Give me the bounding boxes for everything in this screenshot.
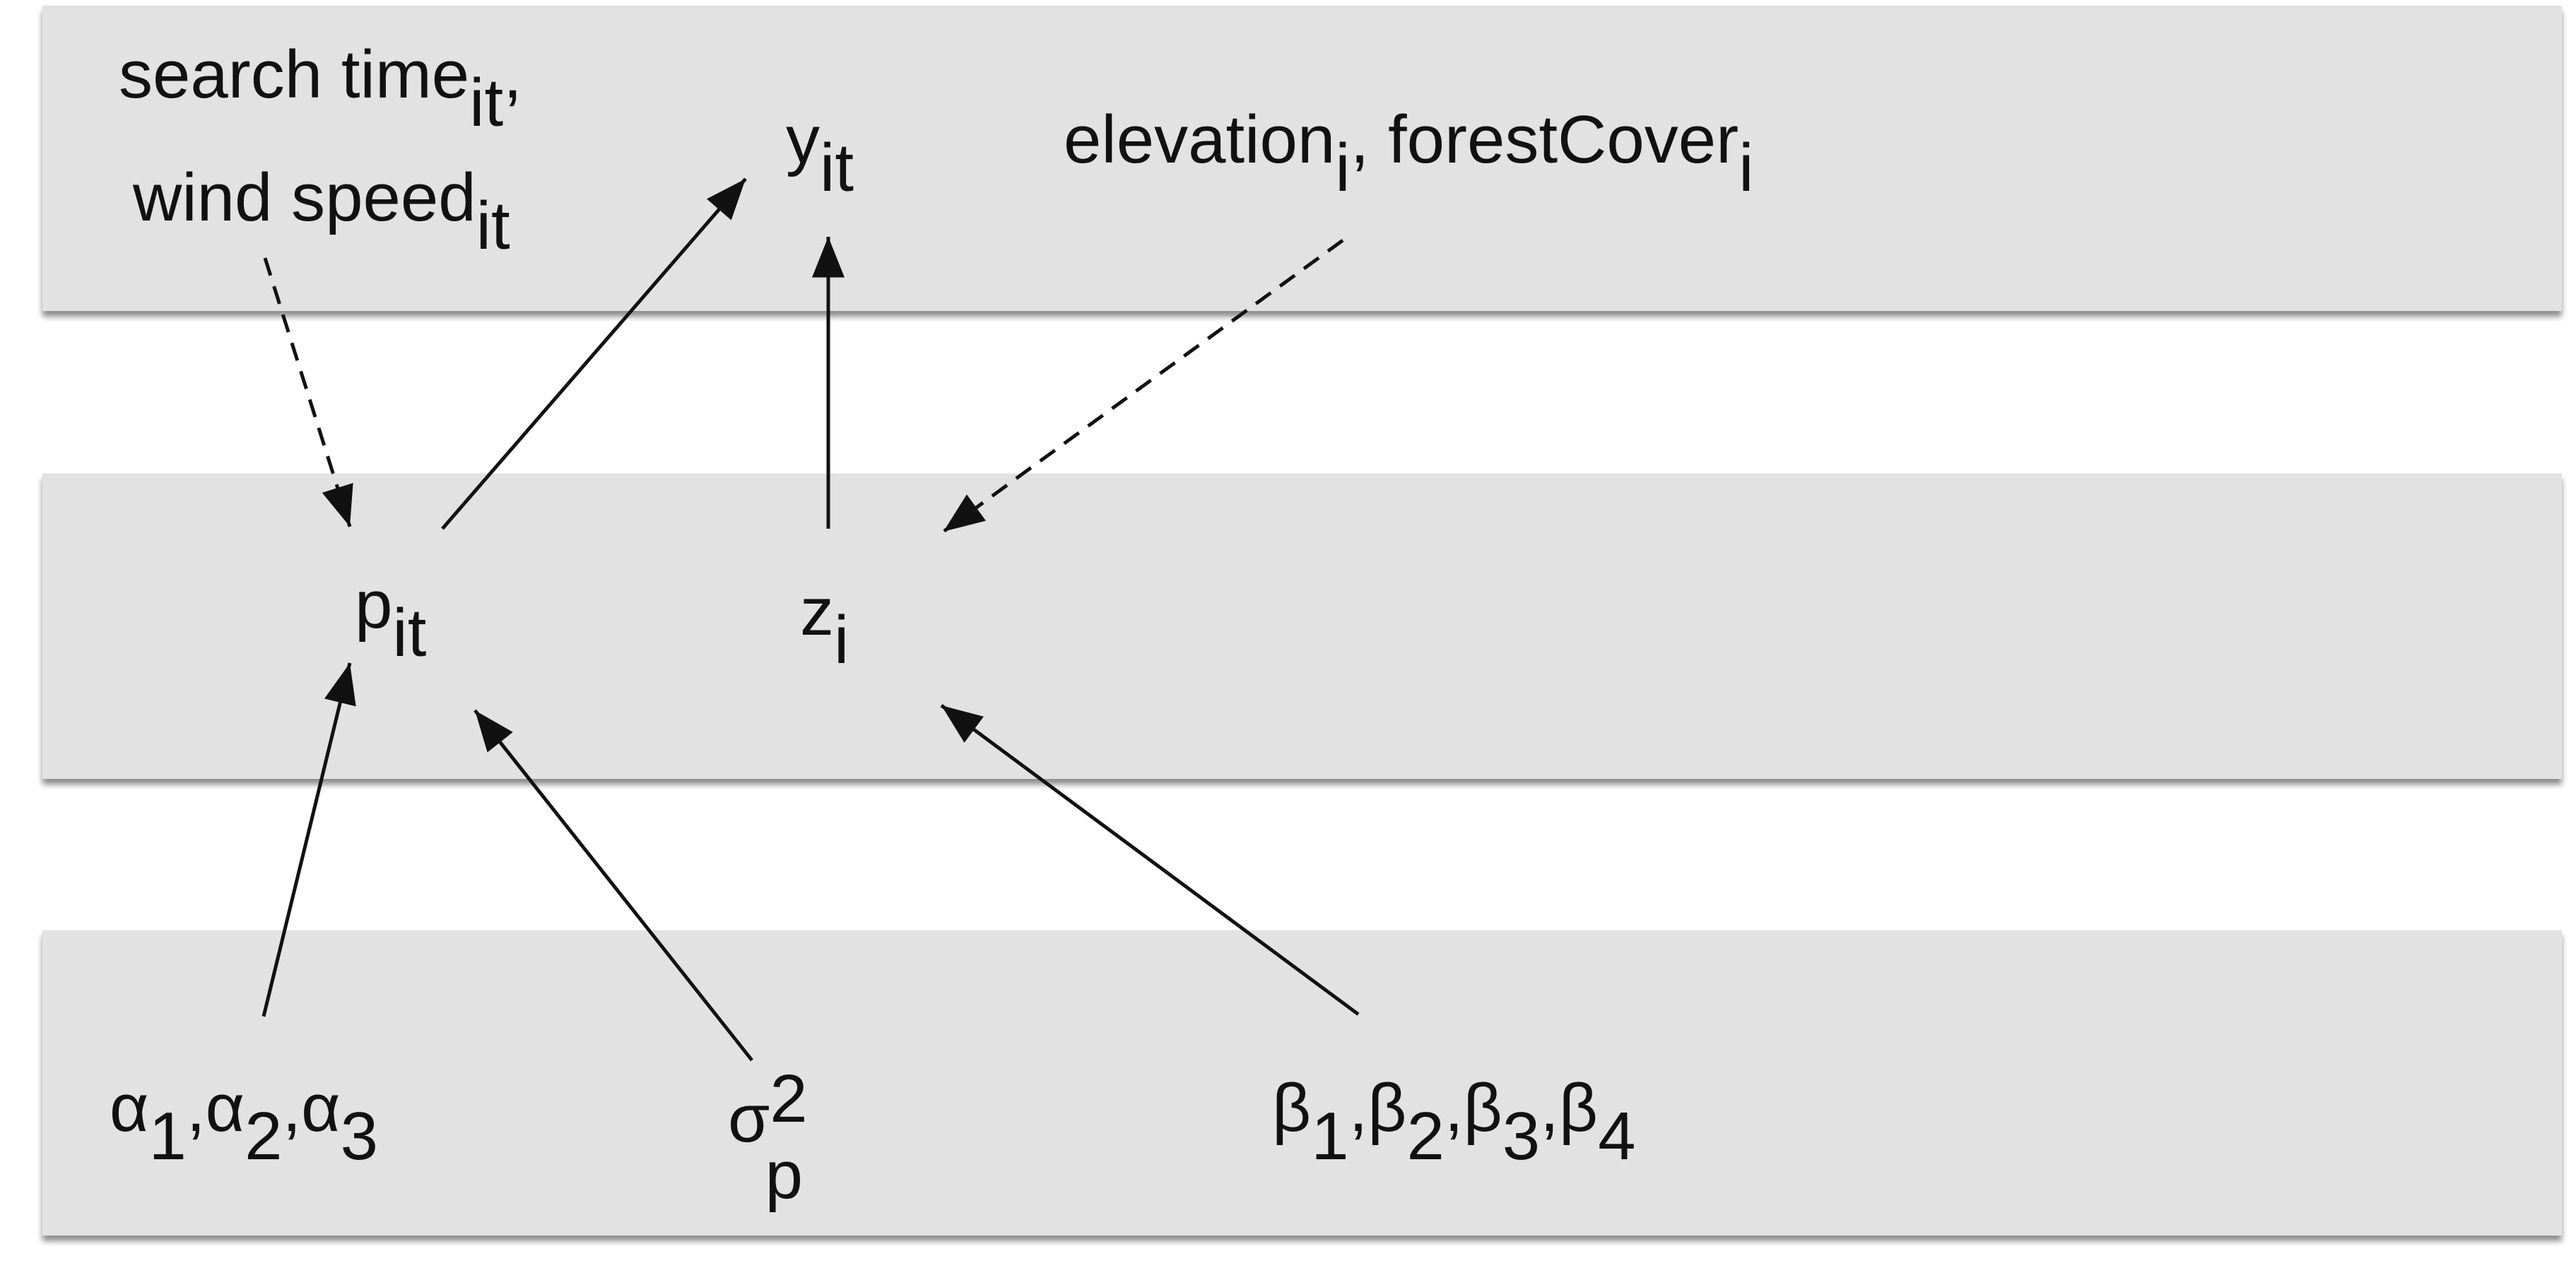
node-p: pit xyxy=(355,567,427,671)
wind-speed-label: wind speedit xyxy=(133,160,510,264)
edge-occupancy-covariates-to-z xyxy=(942,238,1344,534)
data-layer-band xyxy=(42,6,2562,311)
node-y: yit xyxy=(786,102,854,206)
node-z: zi xyxy=(800,574,849,678)
search-time-label: search timeit, xyxy=(119,37,522,141)
beta-parameters-label: β1,β2,β3,β4 xyxy=(1272,1070,1636,1174)
latent-layer-band xyxy=(42,474,2562,779)
edge-p-to-y xyxy=(441,177,747,530)
edge-sigma-to-p xyxy=(474,709,753,1062)
alpha-parameters-label: α1,α2,α3 xyxy=(110,1070,379,1174)
edge-detection-covariates-to-p xyxy=(263,257,353,527)
occupancy-covariates-label: elevationi, forestCoveri xyxy=(1064,102,1754,206)
sigma-parameter-label: σ2p xyxy=(728,1061,808,1213)
edge-beta-to-z xyxy=(940,703,1360,1016)
edge-alpha-to-p xyxy=(261,662,356,1017)
parameter-layer-band xyxy=(42,930,2562,1236)
